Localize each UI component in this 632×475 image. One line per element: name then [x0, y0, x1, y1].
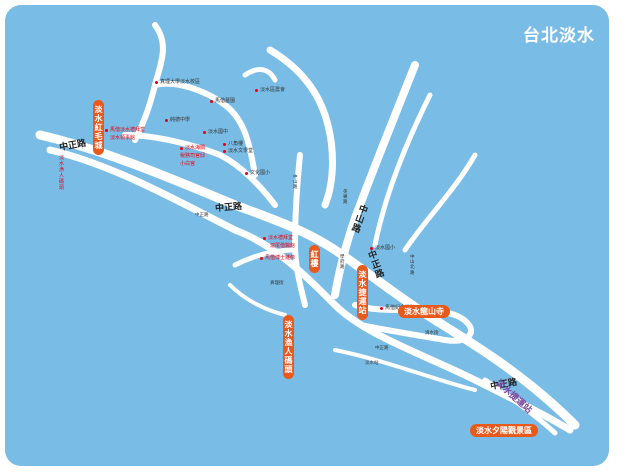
road-label-zhongzheng-2: 中正路	[214, 201, 243, 215]
poi-dot	[245, 171, 248, 175]
poi-dot	[155, 80, 158, 84]
poi-dot	[210, 99, 213, 103]
poi-tamsui-junior-high: 淡水國中	[203, 129, 228, 135]
small-road-g: 清水街	[425, 331, 439, 336]
poi-dot	[203, 130, 206, 134]
poi-mackay-statue: 馬偕博士雕像	[260, 255, 295, 261]
road-lower-left-2	[228, 283, 287, 317]
poi-literature-hall: 淡水文學堂	[223, 148, 253, 154]
small-road-e: 學府路	[340, 255, 345, 271]
poi-dot	[180, 146, 183, 150]
poi-little-white-house: 小白宮	[180, 161, 196, 167]
poi-mackay-cemetery: 馬偕墓園	[210, 98, 235, 104]
poi-farmers-association: 淡水區農會	[255, 87, 285, 93]
poi-wenhua-elementary: 文化國小	[245, 170, 270, 176]
small-road-c: 英專路	[343, 190, 348, 206]
poi-tamsui-elementary: 淡水國小	[370, 245, 395, 251]
poi-dot	[370, 246, 373, 250]
road-upper	[122, 132, 278, 208]
poi-tamsui-church: 淡水禮拜堂	[263, 235, 293, 241]
road-hill-loop	[266, 46, 336, 209]
landmark-fisherman-wharf[interactable]: 淡水漁人碼頭	[283, 315, 294, 379]
road-ne-1	[372, 92, 433, 248]
poi-dot	[105, 128, 108, 132]
poi-tamkang-high: 純德中學	[165, 117, 190, 123]
poi-customs-residence: 稅務司官邸	[180, 153, 206, 159]
road-vertical-1	[292, 152, 308, 308]
road-top-curve	[152, 80, 258, 178]
road-se-end	[482, 377, 558, 436]
map-canvas[interactable]: 台北淡水 中正路 中正路 中山路 中正路 中正路 中正路 中山路 英專路 真理街…	[5, 5, 609, 466]
landmark-sunset-viewpoint[interactable]: 淡水夕陽觀景區	[470, 424, 538, 437]
landmark-longshan-temple[interactable]: 淡水龍山寺	[398, 305, 450, 318]
poi-dot	[223, 149, 226, 153]
poi-mackay-chapel: 馬偕淡水禮拜堂	[105, 127, 145, 133]
poi-dot	[263, 236, 266, 240]
landmark-fort-santo-domingo[interactable]: 淡水紅毛城	[93, 100, 104, 155]
small-road-b: 中山路	[293, 175, 298, 191]
poi-dot	[223, 142, 226, 146]
poi-octagon-tower: 八角樓	[223, 141, 243, 147]
poi-aletheia-university: 真理大學淡水校區	[155, 79, 200, 85]
road-zhongshan	[331, 61, 419, 299]
road-lower-left	[232, 247, 298, 268]
map-title: 台北淡水	[523, 26, 595, 46]
landmark-mrt-station-vertical[interactable]: 淡水捷運站	[357, 265, 368, 320]
road-zhongzheng-main	[35, 130, 580, 430]
small-road-a: 中正路	[195, 213, 209, 218]
poi-dot	[255, 88, 258, 92]
small-road-h: 淡水站	[365, 361, 379, 366]
poi-dot	[165, 118, 168, 122]
poi-dot	[380, 306, 383, 310]
small-road-d: 真理街	[270, 281, 284, 286]
poi-british-consulate: 淡水領事館	[110, 135, 136, 141]
road-hill-2	[242, 67, 278, 83]
poi-customs: 淡水海關	[180, 145, 205, 151]
poi-dot	[260, 256, 263, 260]
poi-hobe-clinic: 滬尾偕醫館	[270, 243, 296, 249]
poi-fisherman-wharf-vertical: 淡水漁人碼頭	[59, 155, 65, 191]
small-road-i: 中正路	[375, 346, 389, 351]
road-ne-2	[402, 152, 478, 253]
landmark-red-castle[interactable]: 紅樓	[309, 245, 320, 273]
small-road-f: 中山北路	[410, 255, 415, 276]
road-bottom	[333, 348, 477, 392]
